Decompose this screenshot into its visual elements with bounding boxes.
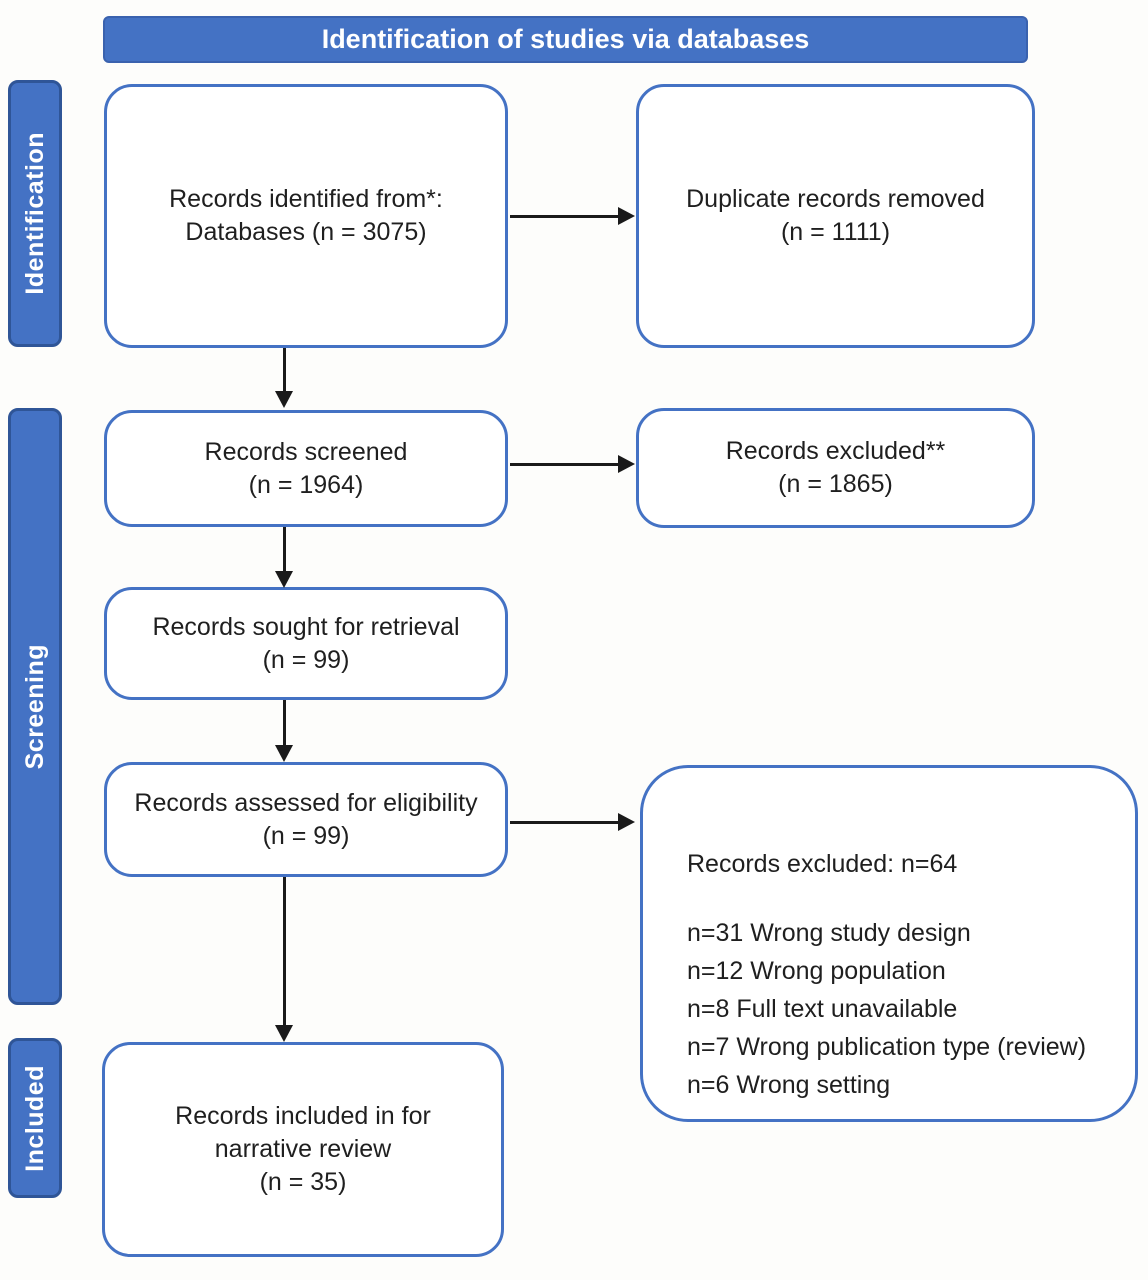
diagram-title-bar: Identification of studies via databases — [103, 16, 1028, 63]
box-text-line: narrative review — [214, 1135, 392, 1163]
stage-label-identification-text: Identification — [20, 132, 49, 295]
excluded-reason: n=7 Wrong publication type (review) — [687, 1033, 1087, 1061]
box-text-line: Duplicate records removed — [686, 185, 985, 213]
arrow-right-head-icon — [618, 207, 635, 225]
excluded-reason: n=31 Wrong study design — [687, 919, 971, 947]
box-records-excluded-eligibility: Records excluded: n=64 n=31 Wrong study … — [640, 765, 1138, 1122]
excluded-reason: n=6 Wrong setting — [687, 1071, 891, 1099]
box-records-excluded-screening: Records excluded** (n = 1865) — [636, 408, 1035, 528]
arrow-down-head-icon — [275, 571, 293, 588]
stage-label-included: Included — [8, 1038, 62, 1198]
arrow-right-head-icon — [618, 455, 635, 473]
stage-label-included-text: Included — [20, 1064, 49, 1172]
arrow-down-head-icon — [275, 745, 293, 762]
box-text-line: (n = 35) — [259, 1168, 347, 1196]
excluded-reason: n=8 Full text unavailable — [687, 995, 958, 1023]
box-text-line: (n = 1964) — [248, 470, 364, 499]
arrow-assessed-to-excluded-line — [510, 821, 620, 824]
box-text-line: (n = 99) — [262, 821, 350, 850]
box-records-included-review: Records included in for narrative review… — [102, 1042, 504, 1257]
arrow-assessed-to-included-line — [283, 877, 286, 1027]
box-text-line: Records assessed for eligibility — [134, 788, 478, 817]
box-text-line: Records included in for — [175, 1102, 431, 1130]
arrow-sought-to-assessed-line — [283, 700, 286, 747]
arrow-right-head-icon — [618, 813, 635, 831]
box-records-screened: Records screened (n = 1964) — [104, 410, 508, 527]
box-text-line: Records identified from*: — [169, 185, 443, 213]
arrow-screened-to-excluded-line — [510, 463, 620, 466]
box-records-sought-retrieval: Records sought for retrieval (n = 99) — [104, 587, 508, 700]
stage-label-identification: Identification — [8, 80, 62, 347]
diagram-title: Identification of studies via databases — [321, 24, 810, 54]
box-duplicate-records-removed: Duplicate records removed (n = 1111) — [636, 84, 1035, 348]
box-text-line: (n = 1865) — [778, 470, 893, 498]
stage-label-screening: Screening — [8, 408, 62, 1005]
box-text-line: (n = 99) — [262, 645, 350, 674]
arrow-down-head-icon — [275, 391, 293, 408]
arrow-screened-to-sought-line — [283, 527, 286, 572]
box-text-line: Records sought for retrieval — [152, 612, 460, 641]
stage-label-screening-text: Screening — [20, 643, 49, 770]
excluded-reason: n=12 Wrong population — [687, 957, 946, 985]
box-text-line: Records excluded** — [725, 437, 946, 465]
arrow-identified-to-screened-line — [283, 348, 286, 393]
box-records-assessed-eligibility: Records assessed for eligibility (n = 99… — [104, 762, 508, 877]
box-records-identified: Records identified from*: Databases (n =… — [104, 84, 508, 348]
box-text-line: Records screened — [204, 437, 408, 466]
box-text-line: Databases (n = 3075) — [185, 218, 427, 246]
box-text-line: (n = 1111) — [780, 218, 891, 246]
arrow-down-head-icon — [275, 1025, 293, 1042]
excluded-detail-title: Records excluded: n=64 — [687, 850, 958, 878]
arrow-identified-to-duplicates-line — [510, 215, 620, 218]
